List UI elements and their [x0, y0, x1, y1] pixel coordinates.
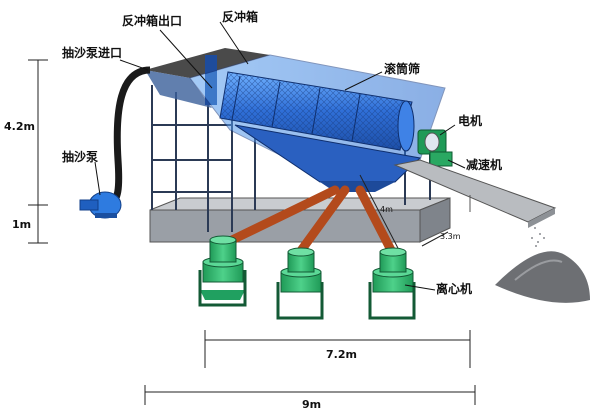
- drum-screen-label: 滚筒筛: [384, 62, 421, 76]
- sand-pile: [495, 251, 590, 303]
- backwash-outlet-label: 反冲箱出口: [122, 14, 183, 28]
- motor-label: 电机: [458, 114, 483, 128]
- length-dimension-lines: [144, 330, 476, 405]
- centrifuge-left: [198, 235, 247, 307]
- centrifuge-middle: [276, 247, 324, 320]
- centrifuge-right: [368, 247, 416, 320]
- length-total-dim: 9m: [302, 398, 322, 411]
- leg-length-dim: 4m: [380, 205, 393, 214]
- leader-lines: [94, 21, 466, 291]
- falling-sand: [531, 227, 545, 247]
- depth-dimension: [421, 231, 449, 247]
- height-base-dim: 1m: [12, 218, 32, 231]
- backwash-box-label: 反冲箱: [222, 10, 259, 24]
- suction-pump-label: 抽沙泵: [62, 150, 99, 164]
- depth-dim: 3.3m: [440, 232, 461, 241]
- centrifuge-label: 离心机: [436, 282, 473, 296]
- suction-pump: [79, 66, 151, 219]
- leg-dimension: [359, 174, 401, 253]
- height-dimension-lines: [28, 59, 48, 244]
- height-top-dim: 4.2m: [4, 120, 35, 133]
- length-inner-dim: 7.2m: [326, 348, 357, 361]
- drum-screen: [219, 71, 415, 152]
- reducer-label: 减速机: [466, 158, 503, 172]
- slurry-pipes: [227, 185, 397, 257]
- suction-inlet-label: 抽沙泵进口: [62, 46, 123, 60]
- discharge-chute: [393, 159, 557, 228]
- motor-assembly: [417, 129, 453, 167]
